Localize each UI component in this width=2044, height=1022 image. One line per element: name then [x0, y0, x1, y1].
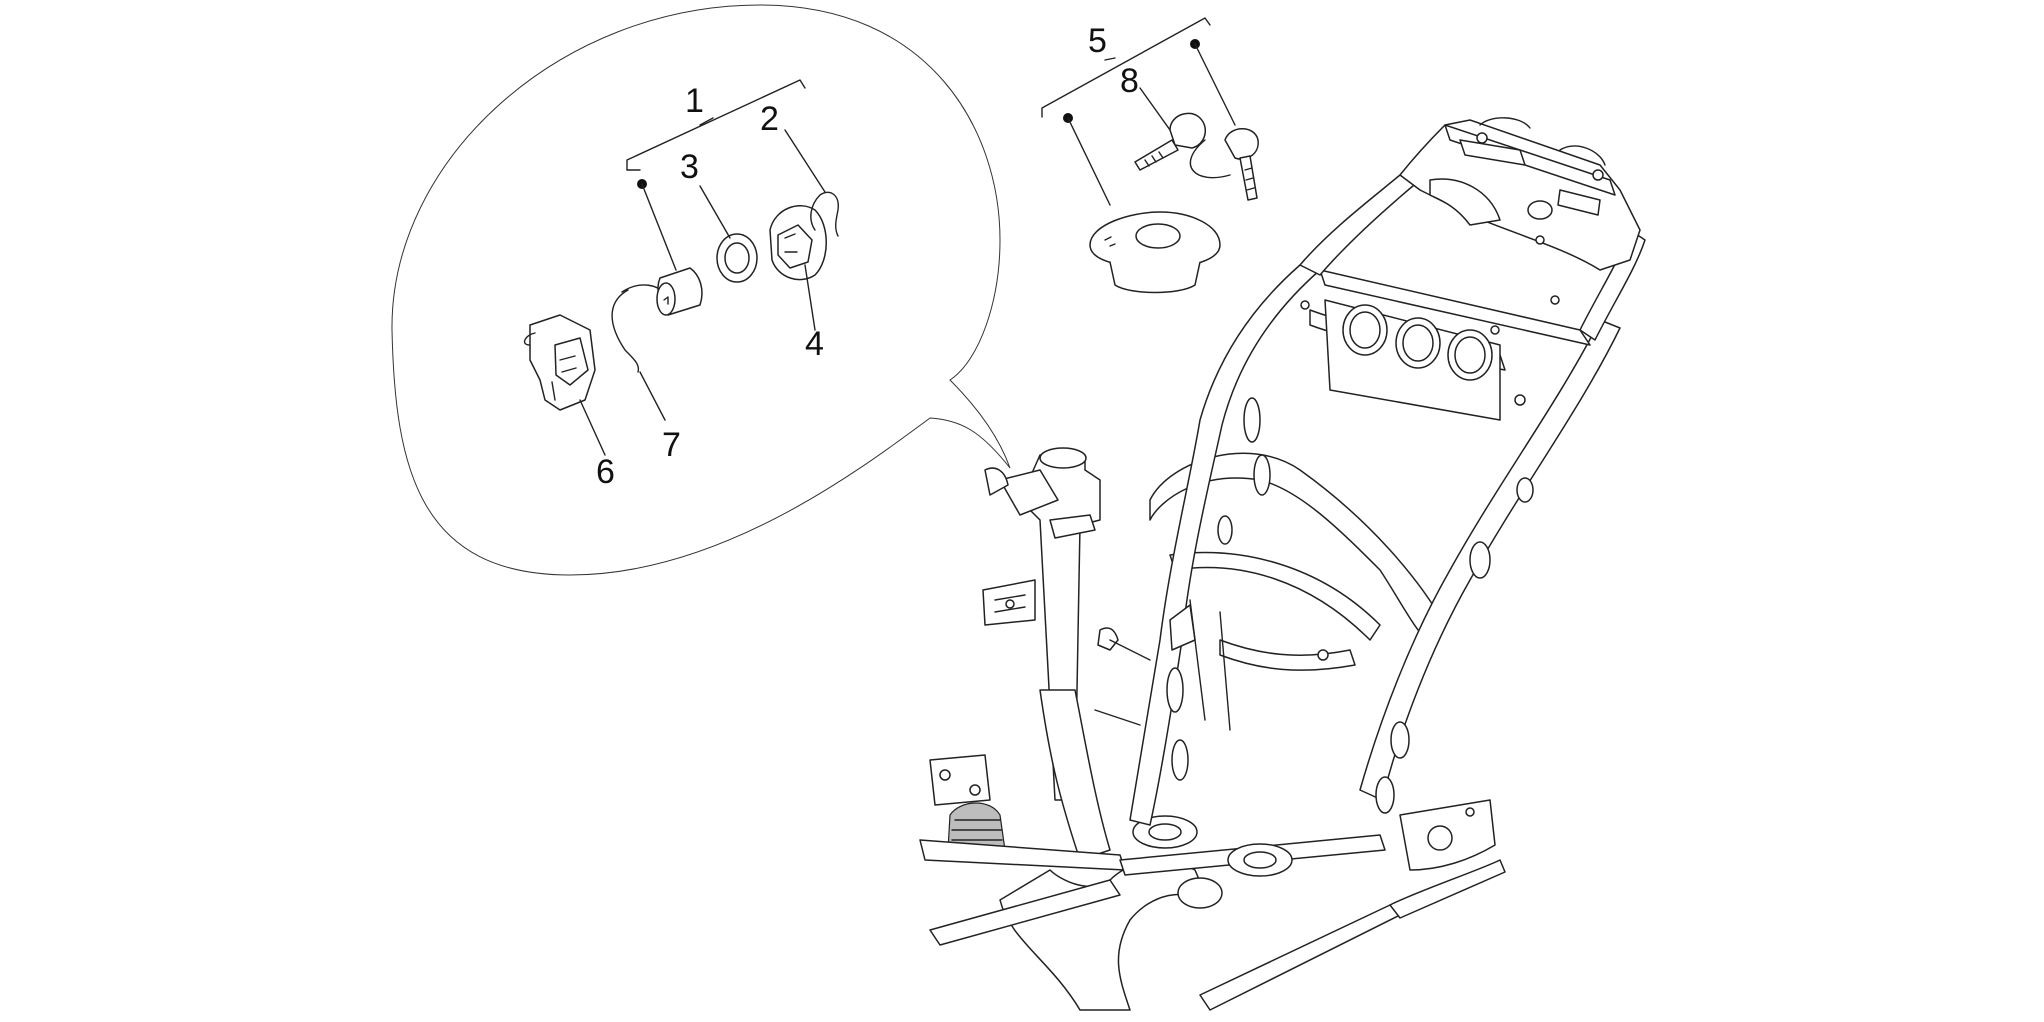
callout-1: 1	[685, 82, 704, 120]
part-6-antenna	[523, 314, 596, 411]
callout-5: 5	[1088, 22, 1107, 60]
part-8-keys	[1134, 112, 1259, 201]
part-3-ring	[716, 233, 758, 283]
callout-8: 8	[1120, 62, 1139, 100]
callout-2: 2	[760, 100, 779, 138]
part-5-cap	[1089, 211, 1221, 294]
part-1-lock-cylinder	[656, 267, 703, 316]
leader-lines	[579, 17, 1236, 456]
part-4-bezel	[769, 205, 827, 281]
callout-4: 4	[805, 325, 824, 363]
callout-7: 7	[662, 426, 681, 464]
part-2-spring	[810, 191, 839, 237]
scooter-frame	[919, 117, 1646, 1011]
callout-3: 3	[680, 148, 699, 186]
callout-6: 6	[596, 453, 615, 491]
detail-bubble	[391, 4, 1011, 576]
